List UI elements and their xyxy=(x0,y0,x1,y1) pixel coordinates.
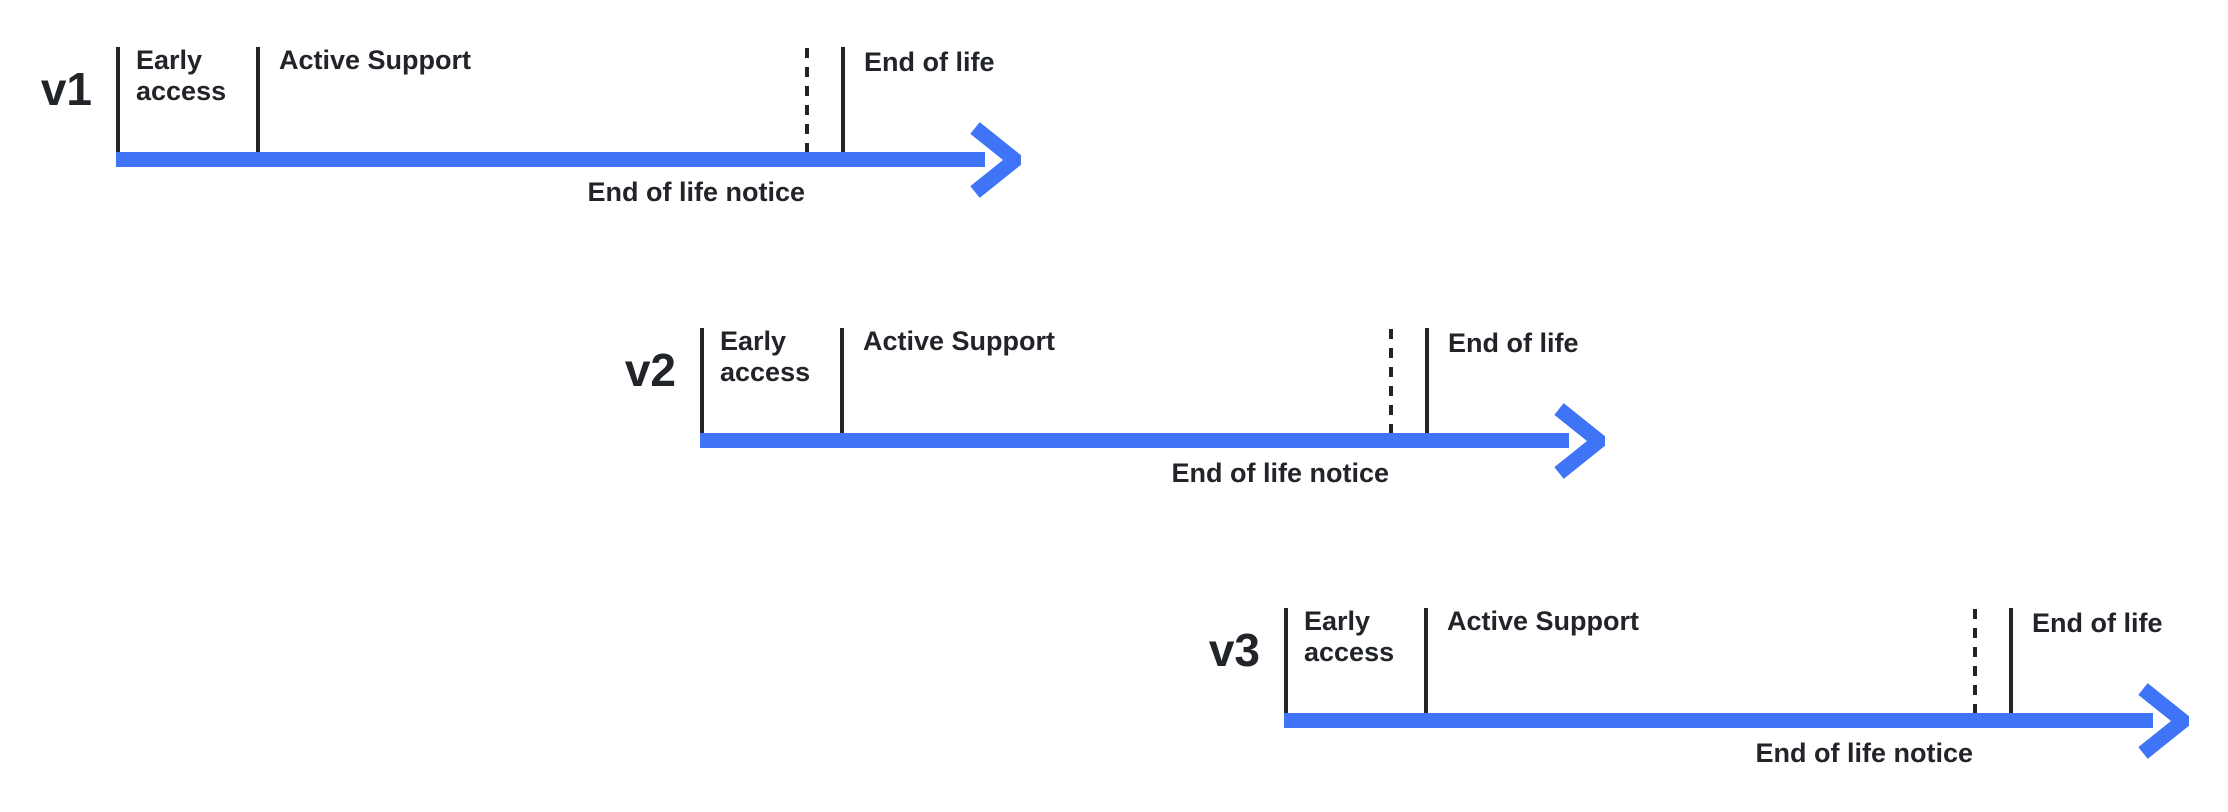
arrow-head-icon xyxy=(970,122,1021,198)
early-access-start-tick xyxy=(1284,608,1288,713)
early-access-label: Early access xyxy=(136,45,227,106)
timeline-row-v3: v3 Early access Active Support End of li… xyxy=(1168,601,2228,786)
end-of-life-label: End of life xyxy=(1448,328,1579,358)
end-of-life-notice-label: End of life notice xyxy=(1171,458,1389,488)
end-of-life-tick xyxy=(1425,328,1429,433)
version-label: v2 xyxy=(624,344,676,396)
active-support-start-tick xyxy=(256,47,260,152)
early-access-label: Early access xyxy=(720,326,811,387)
timeline-bar xyxy=(1284,713,2153,728)
early-access-start-tick xyxy=(700,328,704,433)
timeline-row-v1: v1 Early access Active Support End of li… xyxy=(0,40,1075,225)
timeline-bar xyxy=(700,433,1569,448)
active-support-start-tick xyxy=(1424,608,1428,713)
timeline-bar xyxy=(116,152,985,167)
version-label: v3 xyxy=(1208,624,1260,676)
eol-notice-dashed-line xyxy=(805,48,809,152)
eol-notice-dashed-line xyxy=(1389,329,1393,433)
arrow-head-icon xyxy=(1554,403,1605,479)
early-access-start-tick xyxy=(116,47,120,152)
active-support-start-tick xyxy=(840,328,844,433)
active-support-label: Active Support xyxy=(863,326,1056,356)
end-of-life-notice-label: End of life notice xyxy=(587,177,805,207)
end-of-life-notice-label: End of life notice xyxy=(1755,738,1973,768)
end-of-life-label: End of life xyxy=(864,47,995,77)
active-support-label: Active Support xyxy=(279,45,472,75)
end-of-life-tick xyxy=(2009,608,2013,713)
arrow-head-icon xyxy=(2138,683,2189,759)
version-label: v1 xyxy=(40,63,92,115)
end-of-life-label: End of life xyxy=(2032,608,2163,638)
active-support-label: Active Support xyxy=(1447,606,1640,636)
eol-notice-dashed-line xyxy=(1973,609,1977,713)
timeline-row-v2: v2 Early access Active Support End of li… xyxy=(584,321,1659,506)
early-access-label: Early access xyxy=(1304,606,1395,667)
end-of-life-tick xyxy=(841,47,845,152)
